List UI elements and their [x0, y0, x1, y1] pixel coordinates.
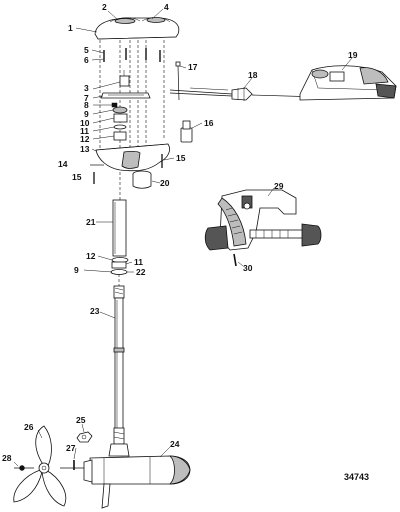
bushing	[132, 170, 152, 189]
callout-19: 19	[348, 50, 358, 60]
column-tube	[110, 172, 129, 275]
callout-26: 26	[24, 422, 34, 432]
composite-shaft	[113, 274, 125, 445]
head-screws	[103, 48, 161, 62]
callout-25: 25	[76, 415, 86, 425]
callout-13: 13	[80, 144, 90, 154]
callout-12: 12	[80, 134, 90, 144]
callout-20: 20	[160, 178, 170, 188]
mounting-bracket	[204, 189, 322, 267]
callout-29: 29	[274, 181, 284, 191]
callout-4: 4	[164, 2, 169, 12]
propeller	[13, 425, 67, 507]
housing-screws	[90, 154, 163, 184]
figure-number: 34743	[344, 472, 369, 482]
callout-21: 21	[86, 217, 96, 227]
callout-2: 2	[102, 2, 107, 12]
foot-pedal	[299, 65, 397, 101]
callout-24: 24	[170, 439, 180, 449]
control-head-cover	[94, 17, 180, 40]
callout-15-left: 15	[72, 172, 82, 182]
callout-10: 10	[80, 118, 90, 128]
prop-nut	[76, 431, 93, 443]
callout-27: 27	[66, 443, 76, 453]
callout-7: 7	[84, 93, 89, 103]
callout-17: 17	[188, 62, 198, 72]
callout-3: 3	[84, 83, 89, 93]
callout-30: 30	[243, 263, 253, 273]
callout-14: 14	[58, 159, 68, 169]
drive-pin	[60, 460, 84, 470]
plug-connector	[180, 120, 193, 143]
callout-6: 6	[84, 55, 89, 65]
callout-11-lower: 11	[134, 257, 143, 267]
callout-28: 28	[2, 453, 12, 463]
callout-16: 16	[204, 118, 214, 128]
callout-9-lower: 9	[74, 265, 79, 275]
callout-18: 18	[248, 70, 258, 80]
switch-assembly	[100, 70, 151, 141]
callout-8: 8	[84, 100, 89, 110]
callout-12-lower: 12	[86, 251, 96, 261]
callout-9: 9	[84, 109, 89, 119]
lower-housing	[95, 143, 170, 172]
leader-lines	[13, 8, 353, 467]
callout-23: 23	[90, 306, 100, 316]
callout-1: 1	[68, 23, 73, 33]
callout-22: 22	[136, 267, 146, 277]
callout-labels: 1 2 3 4 5 6 7 8 9 9 10 11 11 12 12 13 14…	[2, 2, 358, 463]
callout-5: 5	[84, 45, 89, 55]
callout-15: 15	[176, 153, 186, 163]
cable-tie	[175, 61, 181, 101]
callout-11: 11	[80, 126, 89, 136]
wire-harness	[169, 87, 321, 101]
trolling-motor	[83, 443, 191, 509]
